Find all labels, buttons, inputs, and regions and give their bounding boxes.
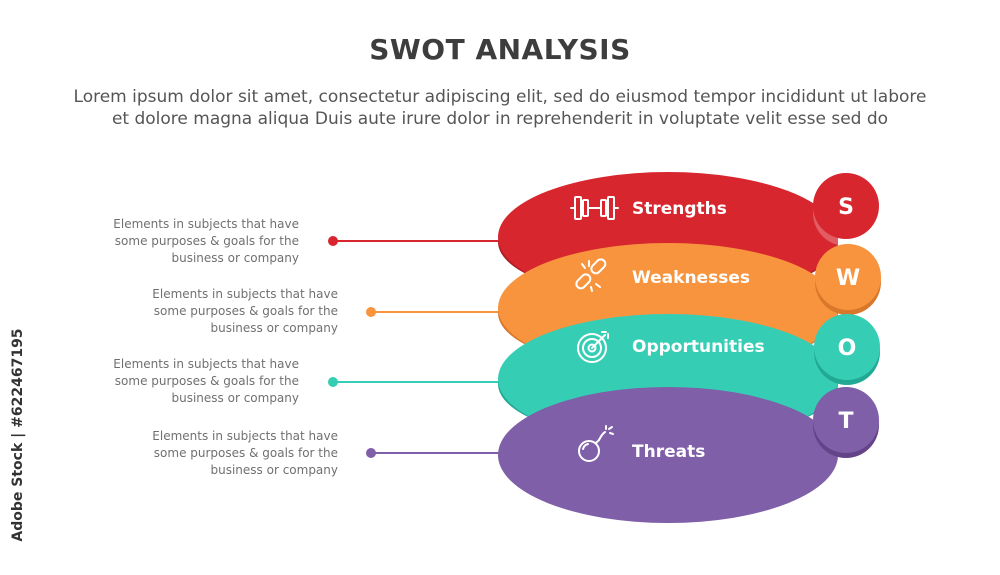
desc-line: business or company — [210, 463, 338, 477]
desc-line: some purposes & goals for the — [114, 374, 299, 388]
desc-threats: Elements in subjects that have some purp… — [138, 428, 338, 479]
letter-s: S — [838, 195, 854, 220]
letter-w: W — [836, 266, 860, 291]
desc-weaknesses: Elements in subjects that have some purp… — [138, 286, 338, 337]
desc-line: business or company — [171, 251, 299, 265]
letter-circle-t: T — [813, 387, 879, 458]
connector-opportunities — [328, 377, 520, 387]
subtitle-line-2: et dolore magna aliqua Duis aute irure d… — [111, 109, 889, 129]
connector-strengths — [328, 236, 520, 246]
letter-t: T — [838, 409, 853, 434]
label-weaknesses: Weaknesses — [632, 268, 750, 288]
subtitle-line-1: Lorem ipsum dolor sit amet, consectetur … — [73, 87, 927, 107]
label-strengths: Strengths — [632, 199, 727, 219]
target-icon — [577, 331, 609, 363]
page-subtitle: Lorem ipsum dolor sit amet, consectetur … — [40, 86, 960, 130]
letter-circle-o: O — [814, 314, 880, 385]
desc-line: business or company — [171, 391, 299, 405]
desc-line: Elements in subjects that have — [152, 429, 338, 443]
broken-chain-icon — [575, 258, 607, 292]
desc-line: some purposes & goals for the — [114, 234, 299, 248]
letter-circle-s: S — [813, 173, 879, 246]
label-opportunities: Opportunities — [632, 337, 765, 357]
desc-line: Elements in subjects that have — [113, 357, 299, 371]
desc-line: Elements in subjects that have — [152, 287, 338, 301]
connector-weaknesses — [366, 307, 520, 317]
swot-band-threats — [498, 387, 838, 523]
letter-circle-w: W — [815, 244, 881, 315]
connector-threats — [366, 448, 520, 458]
swot-diagram: Strengths Weaknesses Opportunities Threa… — [328, 172, 881, 523]
desc-opportunities: Elements in subjects that have some purp… — [99, 356, 299, 407]
desc-strengths: Elements in subjects that have some purp… — [99, 216, 299, 267]
desc-line: some purposes & goals for the — [153, 304, 338, 318]
letter-o: O — [838, 336, 857, 361]
label-threats: Threats — [632, 442, 705, 462]
bomb-icon — [578, 425, 614, 462]
desc-line: some purposes & goals for the — [153, 446, 338, 460]
desc-line: Elements in subjects that have — [113, 217, 299, 231]
desc-line: business or company — [210, 321, 338, 335]
page-title: SWOT ANALYSIS — [369, 33, 631, 66]
dumbbell-icon — [570, 196, 619, 220]
